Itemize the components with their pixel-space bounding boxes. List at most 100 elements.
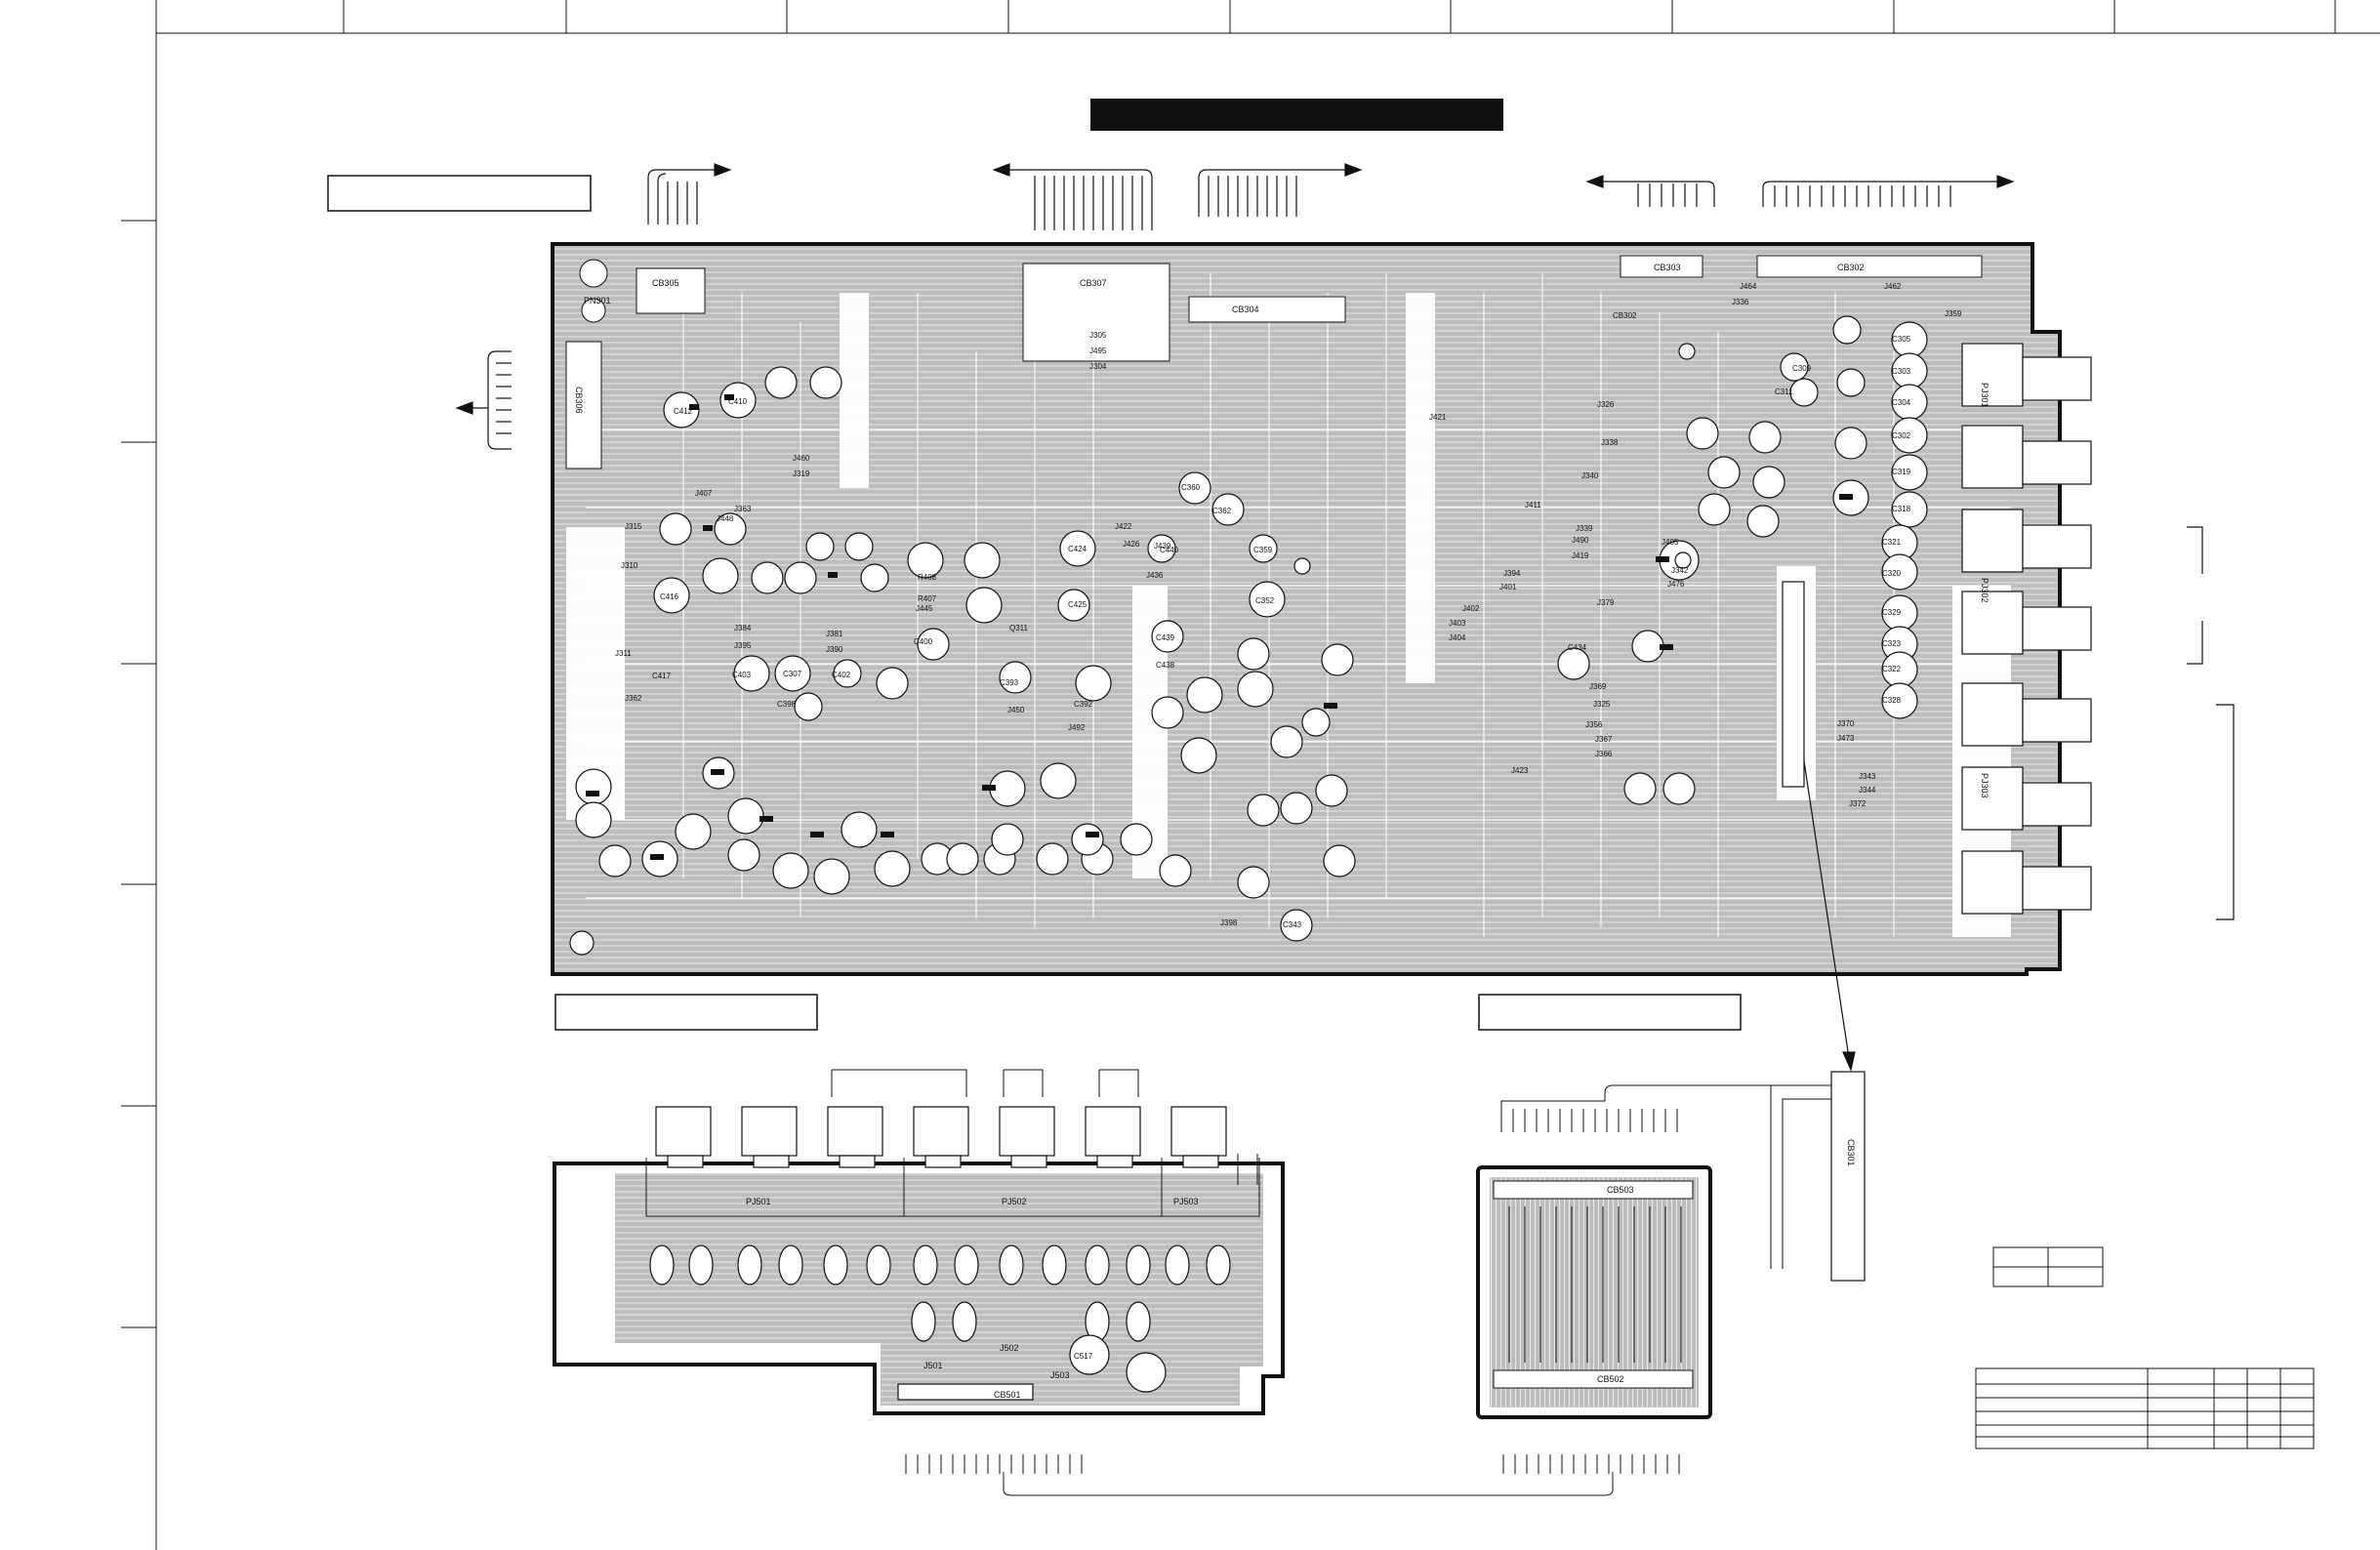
capacitors [575, 315, 1928, 942]
svg-text:J342: J342 [1671, 566, 1689, 575]
svg-text:CB503: CB503 [1607, 1185, 1634, 1195]
svg-text:J464: J464 [1740, 282, 1757, 291]
top-harnesses [455, 163, 2015, 450]
svg-text:J304: J304 [1089, 362, 1107, 371]
svg-text:J367: J367 [1595, 735, 1613, 744]
svg-text:J339: J339 [1576, 524, 1593, 533]
svg-text:C304: C304 [1892, 398, 1911, 407]
svg-text:J423: J423 [1511, 766, 1529, 775]
main-board [551, 242, 2235, 976]
svg-text:J310: J310 [621, 561, 638, 570]
svg-text:C362: C362 [1212, 507, 1232, 515]
svg-text:C412: C412 [674, 407, 693, 416]
svg-text:J340: J340 [1581, 471, 1599, 480]
svg-text:C402: C402 [832, 671, 851, 679]
cb307-connector [1022, 263, 1170, 362]
svg-text:C321: C321 [1882, 538, 1902, 547]
svg-text:J492: J492 [1068, 723, 1086, 732]
svg-text:J403: J403 [1449, 619, 1466, 628]
cb301-connector [1830, 1071, 1866, 1282]
svg-text:J343: J343 [1859, 772, 1876, 781]
svg-text:PJ303: PJ303 [1980, 773, 1990, 798]
svg-text:C359: C359 [1253, 546, 1273, 554]
harness-3 [1198, 163, 1363, 217]
svg-text:PJ301: PJ301 [1980, 383, 1990, 408]
svg-text:J426: J426 [1123, 540, 1140, 549]
svg-text:J419: J419 [1572, 551, 1589, 560]
svg-text:C318: C318 [1892, 505, 1911, 513]
svg-text:J501: J501 [923, 1361, 943, 1370]
svg-text:J448: J448 [717, 514, 734, 523]
svg-text:J445: J445 [916, 604, 933, 613]
svg-text:C439: C439 [1156, 633, 1175, 642]
svg-text:J384: J384 [734, 624, 752, 632]
label-box-left-sub [554, 994, 818, 1031]
cb301-link [1803, 760, 1856, 1072]
harness-left-side [455, 350, 512, 450]
svg-text:CB307: CB307 [1080, 278, 1107, 288]
svg-text:C438: C438 [1156, 661, 1175, 670]
svg-text:J473: J473 [1837, 734, 1855, 743]
svg-text:J421: J421 [1429, 413, 1447, 422]
svg-text:CB501: CB501 [994, 1390, 1021, 1400]
svg-text:C393: C393 [1000, 678, 1019, 687]
small-components [586, 394, 1853, 860]
info-table [1975, 1367, 2315, 1449]
svg-text:C403: C403 [732, 671, 752, 679]
svg-text:CB306: CB306 [574, 387, 584, 414]
svg-text:C343: C343 [1283, 920, 1302, 929]
frame-ruler [121, 0, 2380, 1550]
svg-text:C425: C425 [1068, 600, 1087, 609]
svg-text:J359: J359 [1945, 309, 1962, 318]
svg-text:CB303: CB303 [1654, 263, 1681, 272]
svg-text:J398: J398 [1220, 918, 1238, 927]
svg-text:J411: J411 [1525, 501, 1541, 510]
svg-text:C440: C440 [1160, 546, 1179, 554]
svg-text:PJ502: PJ502 [1002, 1197, 1027, 1206]
svg-text:C329: C329 [1882, 608, 1902, 617]
svg-text:J490: J490 [1572, 536, 1589, 545]
svg-text:J460: J460 [793, 454, 810, 463]
svg-text:J326: J326 [1597, 400, 1615, 409]
svg-text:Q311: Q311 [1009, 624, 1029, 632]
cb304-connector [1188, 296, 1346, 323]
svg-text:J379: J379 [1597, 598, 1615, 607]
svg-text:J356: J356 [1585, 720, 1603, 729]
svg-text:C352: C352 [1255, 596, 1275, 605]
svg-text:PN301: PN301 [584, 296, 611, 306]
svg-text:J495: J495 [1089, 347, 1107, 355]
svg-text:J344: J344 [1859, 786, 1876, 795]
cb305-connector [636, 267, 706, 314]
svg-text:J366: J366 [1595, 750, 1613, 758]
svg-text:J370: J370 [1837, 719, 1855, 728]
svg-text:C305: C305 [1892, 335, 1911, 344]
svg-text:CB502: CB502 [1597, 1374, 1624, 1384]
harness-4 [1585, 175, 1715, 207]
svg-text:C322: C322 [1882, 665, 1902, 673]
svg-text:J422: J422 [1115, 522, 1132, 531]
svg-text:J394: J394 [1503, 569, 1521, 578]
svg-text:J305: J305 [1089, 331, 1107, 340]
svg-text:PJ501: PJ501 [746, 1197, 771, 1206]
svg-text:J503: J503 [1050, 1370, 1070, 1380]
svg-text:R408: R408 [918, 573, 937, 582]
sub-board-left: PJ501 PJ502 PJ503 CB501 J502 J501 J503 C… [553, 1069, 1285, 1415]
svg-text:C424: C424 [1068, 545, 1087, 553]
svg-text:C307: C307 [783, 670, 802, 678]
svg-text:J476: J476 [1667, 580, 1685, 589]
svg-text:J405: J405 [1662, 538, 1679, 547]
svg-text:C410: C410 [728, 397, 748, 406]
svg-text:C303: C303 [1892, 367, 1911, 376]
svg-text:CB302: CB302 [1837, 263, 1865, 272]
svg-text:PJ503: PJ503 [1173, 1197, 1199, 1206]
svg-text:J502: J502 [1000, 1343, 1019, 1353]
legend-box [1992, 1246, 2104, 1287]
svg-text:R407: R407 [918, 594, 937, 603]
svg-text:C400: C400 [914, 637, 933, 646]
svg-text:J369: J369 [1589, 682, 1607, 691]
svg-text:C320: C320 [1882, 569, 1902, 578]
svg-text:J311: J311 [615, 649, 632, 658]
svg-text:C417: C417 [652, 672, 672, 680]
svg-text:J436: J436 [1146, 571, 1164, 580]
